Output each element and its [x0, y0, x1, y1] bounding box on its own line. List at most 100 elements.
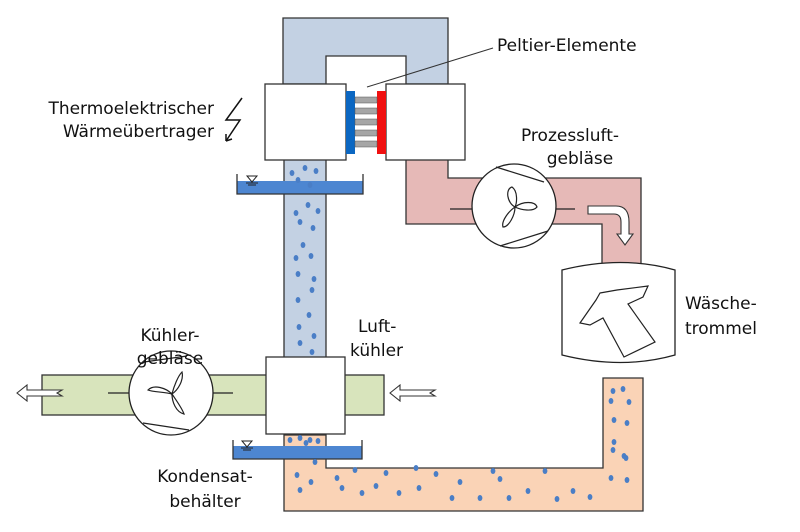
water-droplet	[624, 477, 630, 483]
label-air-cooler-line2: kühler	[350, 341, 404, 361]
water-level-icon	[245, 175, 259, 186]
water-droplet	[309, 287, 315, 293]
water-droplet	[352, 467, 358, 473]
water-droplet	[396, 490, 402, 496]
cooling-air-inlet-arrow	[389, 383, 437, 403]
water-droplet	[359, 490, 365, 496]
water-droplet	[449, 495, 455, 501]
moist-air-duct	[283, 377, 644, 512]
water-level-icon	[240, 440, 254, 451]
peltier-elements	[346, 91, 386, 154]
water-droplet	[297, 435, 303, 441]
water-droplet	[497, 476, 503, 482]
water-droplets	[287, 165, 632, 502]
water-droplet	[311, 276, 317, 282]
process-air-fan	[450, 163, 575, 249]
label-drum-line1: Wäsche-	[685, 294, 757, 314]
water-droplet	[457, 479, 463, 485]
water-droplet	[624, 420, 630, 426]
peltier-leg	[354, 129, 378, 137]
label-teg-line1: Thermoelektrischer	[48, 99, 214, 119]
water-droplet	[611, 417, 617, 423]
water-droplet	[413, 465, 419, 471]
label-condensate-line2: behälter	[169, 492, 241, 512]
water-droplet	[587, 494, 593, 500]
water-droplet	[610, 388, 616, 394]
label-peltier-elements: Peltier-Elemente	[497, 36, 637, 56]
water-droplet	[506, 495, 512, 501]
water-droplet	[293, 210, 299, 216]
water-droplet	[334, 475, 340, 481]
water-droplet	[289, 170, 295, 176]
teg-hot-side-block	[385, 83, 466, 161]
water-droplet	[554, 496, 560, 502]
peltier-leg	[354, 140, 378, 148]
process-air-arrow	[587, 205, 635, 246]
peltier-cold-plate	[346, 91, 355, 154]
peltier-leg	[354, 107, 378, 115]
water-droplet	[610, 447, 616, 453]
water-droplet	[287, 437, 293, 443]
water-droplet	[300, 242, 306, 248]
water-droplet	[312, 459, 318, 465]
water-droplet	[525, 488, 531, 494]
water-droplet	[306, 312, 312, 318]
upper-condensate-tray	[236, 174, 364, 195]
label-process-fan-line1: Prozessluft-	[520, 126, 620, 146]
water-droplet	[490, 468, 496, 474]
water-droplet	[315, 438, 321, 444]
water-droplet	[311, 333, 317, 339]
label-cooler-fan-line1: Kühler-	[140, 326, 200, 346]
cooler-fan	[108, 350, 233, 436]
cold-air-loop	[282, 17, 449, 85]
label-air-cooler-line1: Luft-	[358, 317, 397, 337]
water-droplet	[623, 455, 629, 461]
water-droplet	[308, 253, 314, 259]
water-droplet	[297, 487, 303, 493]
water-droplet	[302, 165, 308, 171]
peltier-leg	[354, 118, 378, 126]
condensate-tank	[232, 440, 363, 460]
label-process-fan-line2: gebläse	[546, 149, 614, 169]
fan-icon	[502, 186, 538, 228]
water-droplet	[297, 340, 303, 346]
cooling-air-outlet-arrow	[16, 383, 64, 403]
shirt-icon	[578, 285, 656, 358]
water-droplet	[307, 182, 313, 188]
water-droplet	[608, 398, 614, 404]
water-droplet	[308, 479, 314, 485]
water-droplet	[416, 485, 422, 491]
water-droplet	[303, 440, 309, 446]
water-droplet	[608, 475, 614, 481]
water-droplet	[309, 349, 315, 355]
label-condensate-line1: Kondensat-	[157, 467, 253, 487]
water-droplet	[297, 219, 303, 225]
water-droplet	[307, 437, 313, 443]
peltier-leader-line	[366, 47, 494, 88]
lower-condensate-water	[233, 446, 362, 459]
water-droplet	[620, 386, 626, 392]
water-droplet	[294, 472, 300, 478]
fan-icon	[146, 370, 185, 415]
water-droplet	[626, 399, 632, 405]
water-droplet	[611, 439, 617, 445]
water-droplet	[295, 271, 301, 277]
water-droplet	[295, 177, 301, 183]
water-droplet	[542, 468, 548, 474]
laundry-drum	[561, 261, 676, 364]
lightning-arrow-icon	[224, 97, 243, 142]
water-droplet	[315, 208, 321, 214]
water-droplet	[305, 202, 311, 208]
water-droplet	[373, 483, 379, 489]
label-cooler-fan-line2: gebläse	[136, 349, 204, 369]
water-droplet	[433, 471, 439, 477]
peltier-leg	[354, 96, 378, 104]
upper-condensate-water	[237, 181, 363, 194]
water-droplet	[383, 470, 389, 476]
water-droplet	[477, 495, 483, 501]
water-droplet	[295, 297, 301, 303]
water-droplet	[570, 488, 576, 494]
water-droplet	[313, 168, 319, 174]
